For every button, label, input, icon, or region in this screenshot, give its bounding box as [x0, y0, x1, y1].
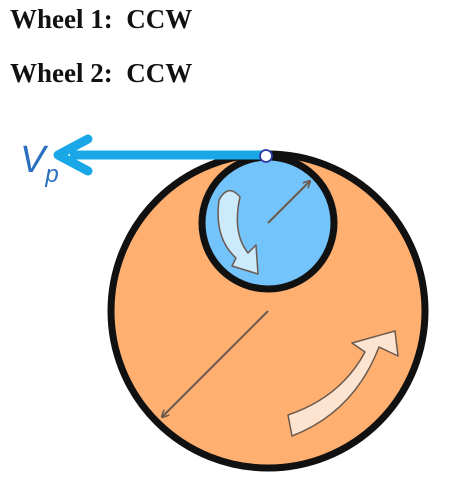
large-wheel-radius-line	[162, 310, 269, 417]
wheel-2-label: Wheel 2: CCW	[10, 58, 193, 88]
velocity-label: Vp	[20, 139, 59, 188]
small-wheel-radius-line	[267, 181, 310, 224]
velocity-label-main: V	[20, 139, 49, 181]
small-wheel-rotation-arrow-icon	[217, 190, 259, 275]
wheel-1-label: Wheel 1: CCW	[10, 4, 193, 34]
velocity-label-subscript: p	[44, 161, 58, 188]
large-wheel-rotation-arrow-icon	[287, 330, 399, 437]
contact-point	[259, 149, 273, 163]
velocity-arrow-head-icon	[53, 134, 93, 176]
